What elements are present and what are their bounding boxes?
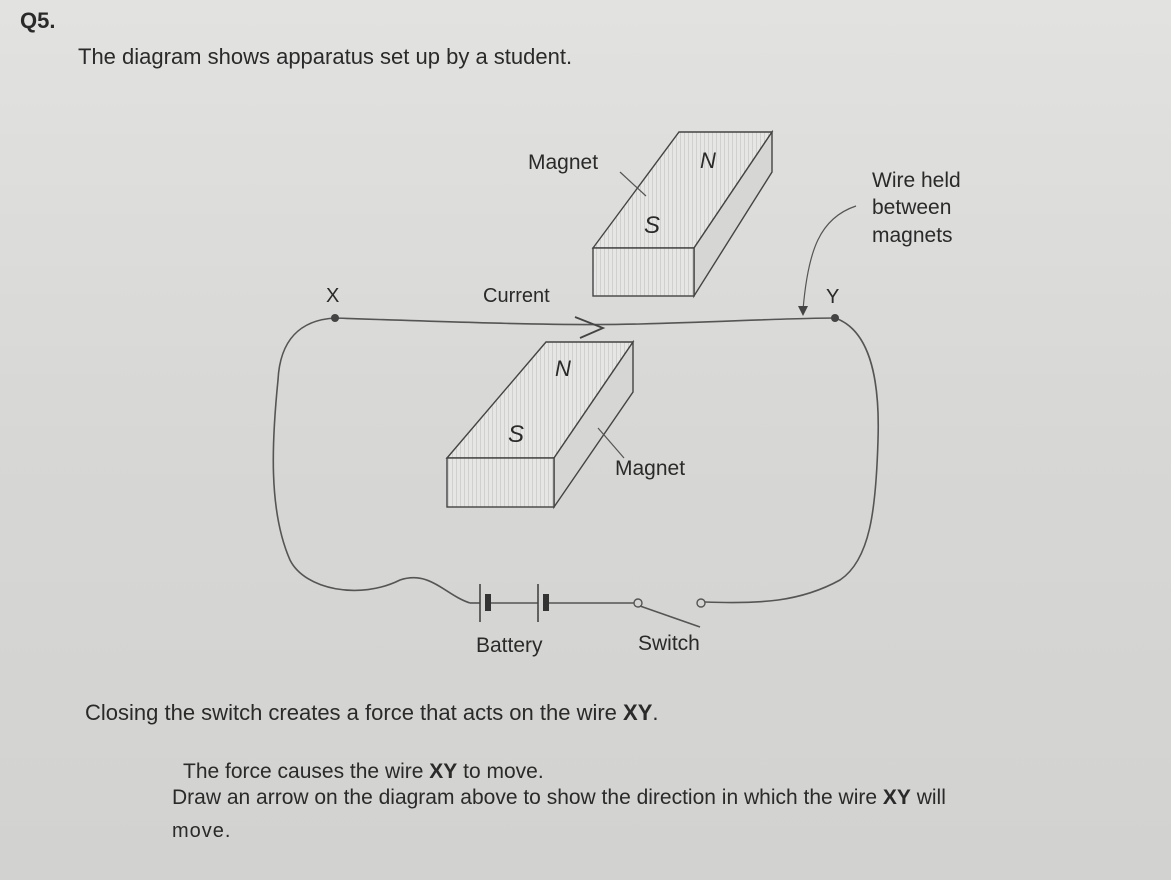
switch-symbol <box>633 598 706 628</box>
wire-held-label-3: magnets <box>872 224 953 247</box>
wire-held-leader <box>802 205 857 311</box>
instruction-line-1: Draw an arrow on the diagram above to sh… <box>172 786 946 810</box>
wire-held-label-2: between <box>872 196 951 219</box>
statement1-end: . <box>652 700 659 725</box>
magnet-top-leader <box>619 171 647 197</box>
top-magnet <box>591 129 774 299</box>
statement1-bold: XY <box>623 700 653 725</box>
statement2-end: to move. <box>457 760 544 783</box>
instruction-post: will <box>910 786 946 809</box>
switch-label: Switch <box>638 632 700 655</box>
question-number: Q5. <box>20 8 56 33</box>
battery-label: Battery <box>476 634 543 657</box>
magnet-top-label: Magnet <box>528 151 598 174</box>
wire-xy <box>334 317 836 326</box>
statement2-text: The force causes the wire <box>183 760 430 783</box>
statement-switch-force: Closing the switch creates a force that … <box>85 700 659 726</box>
bottom-magnet-s-pole: S <box>508 421 524 448</box>
top-magnet-n-pole: N <box>700 148 716 173</box>
instruction-bold: XY <box>882 786 911 809</box>
current-arrow-icon <box>574 316 606 339</box>
magnet-bottom-label: Magnet <box>615 457 685 480</box>
current-label: Current <box>483 285 550 307</box>
point-y-label: Y <box>826 286 839 308</box>
bottom-magnet <box>445 339 635 510</box>
statement2-bold: XY <box>429 760 458 783</box>
instruction-line-2: move. <box>172 820 232 842</box>
point-x-dot <box>331 314 339 322</box>
point-x-label: X <box>326 285 339 307</box>
top-magnet-s-pole: S <box>644 212 660 239</box>
bottom-magnet-n-pole: N <box>555 356 571 381</box>
intro-text: The diagram shows apparatus set up by a … <box>78 44 573 69</box>
instruction-pre: Draw an arrow on the diagram above to sh… <box>172 786 883 809</box>
wire-held-label-1: Wire held <box>872 169 961 192</box>
circuit-wire-left <box>272 317 471 604</box>
statement-wire-moves: The force causes the wire XY to move. <box>183 760 544 784</box>
circuit-wire-right <box>704 317 880 604</box>
statement1-text: Closing the switch creates a force that … <box>85 700 624 725</box>
point-y-dot <box>831 314 839 322</box>
wire-held-arrow-icon <box>798 306 808 316</box>
battery-symbol <box>470 584 634 622</box>
magnet-bottom-leader <box>597 427 625 459</box>
